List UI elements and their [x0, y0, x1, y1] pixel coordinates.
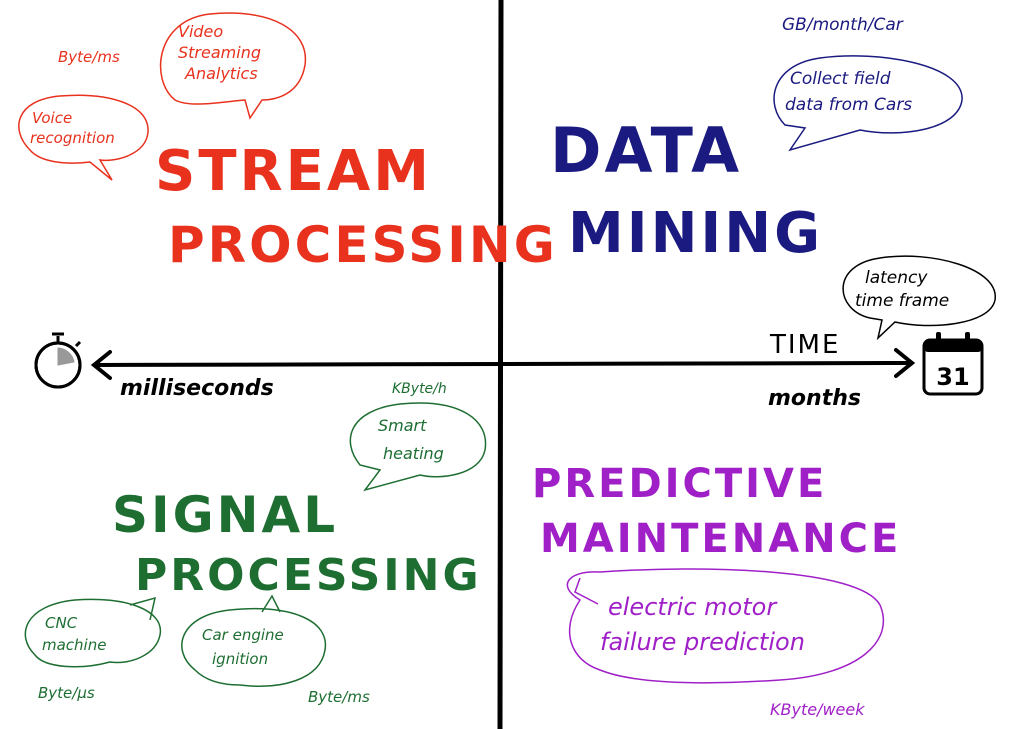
- video-bubble-line3: Analytics: [184, 64, 258, 83]
- right-arrowhead: [894, 348, 916, 378]
- car-bubble-line2: ignition: [212, 650, 268, 668]
- latency-bubble-line2: time frame: [855, 291, 949, 311]
- smart-bubble-line1: Smart: [378, 416, 427, 435]
- video-analytics-bubble: [159, 12, 307, 120]
- motor-bubble-line2: failure prediction: [600, 628, 805, 656]
- smart-bubble-line2: heating: [383, 444, 444, 463]
- predictive-unit-label: KByte/week: [770, 700, 865, 719]
- data-mining-title-line1: DATA: [550, 114, 742, 187]
- horizontal-axis: [93, 361, 912, 367]
- signal-title-line2: PROCESSING: [135, 550, 482, 601]
- video-bubble-line1: Video: [178, 22, 223, 41]
- collect-bubble-line2: data from Cars: [785, 95, 912, 115]
- motor-bubble-line1: electric motor: [608, 593, 778, 621]
- car-bubble-line1: Car engine: [202, 626, 284, 644]
- stream-unit-label: Byte/ms: [58, 48, 120, 66]
- collect-bubble-line1: Collect field: [790, 69, 891, 89]
- stream-title-line2: PROCESSING: [168, 216, 558, 274]
- collect-field-bubble: [773, 55, 963, 152]
- calendar-day: 31: [936, 363, 969, 391]
- axis-time-label: TIME: [769, 330, 840, 360]
- voice-recognition-bubble: [18, 94, 149, 181]
- stream-title-line1: STREAM: [155, 139, 432, 204]
- cnc-bubble-line1: CNC: [45, 614, 78, 632]
- axis-left-label: milliseconds: [120, 376, 274, 401]
- left-arrowhead: [90, 350, 112, 380]
- signal-title-line1: SIGNAL: [112, 486, 338, 544]
- car-ignition-bubble: [181, 594, 327, 687]
- stopwatch-icon: [34, 332, 82, 389]
- cnc-machine-bubble: [24, 596, 162, 668]
- data-mining-unit-label: GB/month/Car: [782, 15, 904, 35]
- voice-bubble-line2: recognition: [30, 129, 115, 147]
- latency-bubble: [842, 255, 996, 341]
- data-mining-title-line2: MINING: [568, 201, 823, 266]
- voice-bubble-line1: Voice: [32, 109, 72, 127]
- signal-kbyte-unit-label: KByte/h: [392, 381, 447, 397]
- quadrant-axes: [90, 0, 916, 729]
- axis-right-label: months: [768, 386, 861, 411]
- latency-bubble-line1: latency: [865, 268, 928, 288]
- predictive-title-line2: MAINTENANCE: [540, 516, 901, 562]
- signal-byte-us-label: Byte/μs: [38, 684, 95, 702]
- predictive-title-line1: PREDICTIVE: [532, 461, 827, 507]
- signal-byte-ms-label: Byte/ms: [308, 688, 370, 706]
- cnc-bubble-line2: machine: [42, 636, 106, 654]
- calendar-icon: 31: [922, 332, 984, 396]
- video-bubble-line2: Streaming: [178, 43, 261, 62]
- motor-failure-bubble: [566, 568, 885, 684]
- smart-heating-bubble: [349, 402, 487, 492]
